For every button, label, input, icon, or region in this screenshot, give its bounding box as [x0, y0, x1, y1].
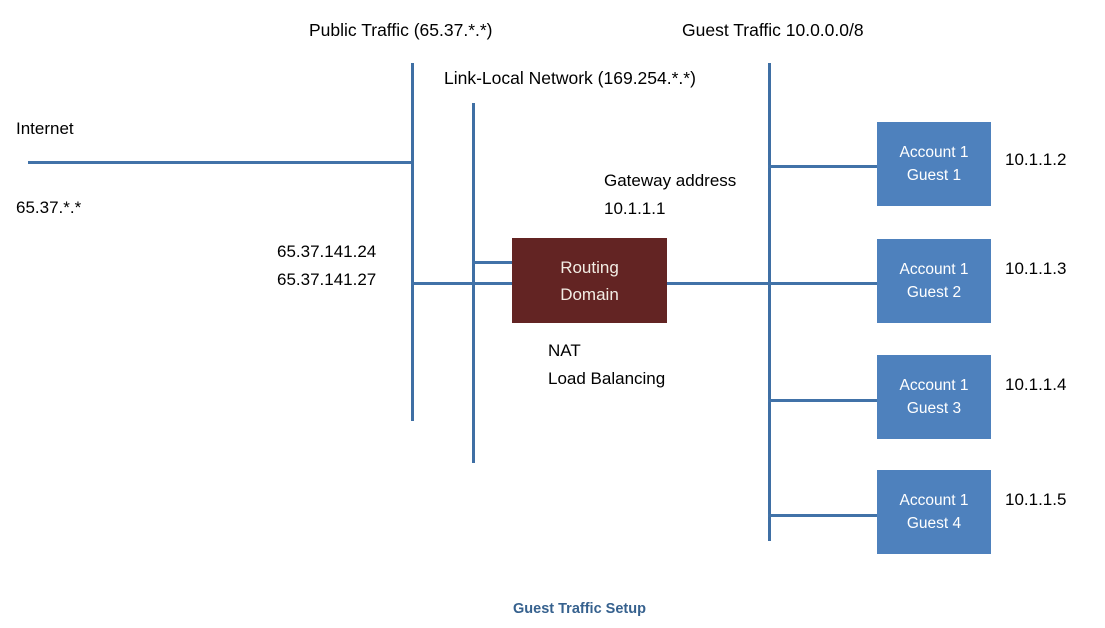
guest-1-account: Account 1	[899, 144, 969, 161]
guest-2-connector-line	[768, 282, 878, 285]
guest-1-name: Guest 1	[906, 167, 962, 184]
guest-4-name: Guest 4	[906, 515, 962, 532]
internet-subnet-label: 65.37.*.*	[16, 198, 82, 217]
guest-2-ip-label: 10.1.1.3	[1005, 259, 1067, 278]
nat-label: NAT	[548, 341, 581, 360]
guest-3-connector-line	[768, 399, 878, 402]
guest-traffic-bus	[768, 63, 771, 541]
internet-label: Internet	[16, 119, 74, 138]
guest-2-name: Guest 2	[906, 284, 962, 301]
public-ip-primary-label: 65.37.141.24	[277, 242, 377, 261]
guest-2-account: Account 1	[899, 261, 969, 278]
gateway-ip-label: 10.1.1.1	[604, 199, 666, 218]
load-balancing-label: Load Balancing	[548, 369, 666, 388]
guest-box-4[interactable]: Account 1 Guest 4	[877, 470, 991, 554]
guest-box-3[interactable]: Account 1 Guest 3	[877, 355, 991, 439]
guest-1-ip-label: 10.1.1.2	[1005, 150, 1067, 169]
guest-3-ip-label: 10.1.1.4	[1005, 375, 1067, 394]
public-traffic-label: Public Traffic (65.37.*.*)	[309, 20, 493, 40]
routing-domain-line1: Routing	[560, 257, 619, 277]
routing-domain-box[interactable]: Routing Domain	[512, 238, 667, 323]
guest-box-2[interactable]: Account 1 Guest 2	[877, 239, 991, 323]
guest-1-connector-line	[768, 165, 878, 168]
guest-3-account: Account 1	[899, 377, 969, 394]
public-ip-secondary-label: 65.37.141.27	[277, 270, 377, 289]
guest-4-ip-label: 10.1.1.5	[1005, 490, 1067, 509]
guest-3-name: Guest 3	[906, 400, 962, 417]
guest-traffic-label: Guest Traffic 10.0.0.0/8	[682, 20, 864, 40]
public-traffic-bus	[411, 63, 414, 421]
routing-domain-line2: Domain	[560, 284, 619, 304]
public-to-router-line	[411, 282, 514, 285]
gateway-address-label: Gateway address	[604, 171, 737, 190]
internet-trunk-line	[28, 161, 414, 164]
guest-4-account: Account 1	[899, 492, 969, 509]
diagram-caption: Guest Traffic Setup	[513, 601, 646, 617]
guest-box-1[interactable]: Account 1 Guest 1	[877, 122, 991, 206]
link-local-to-router-line	[472, 261, 514, 264]
link-local-network-label: Link-Local Network (169.254.*.*)	[444, 68, 696, 88]
guest-4-connector-line	[768, 514, 878, 517]
